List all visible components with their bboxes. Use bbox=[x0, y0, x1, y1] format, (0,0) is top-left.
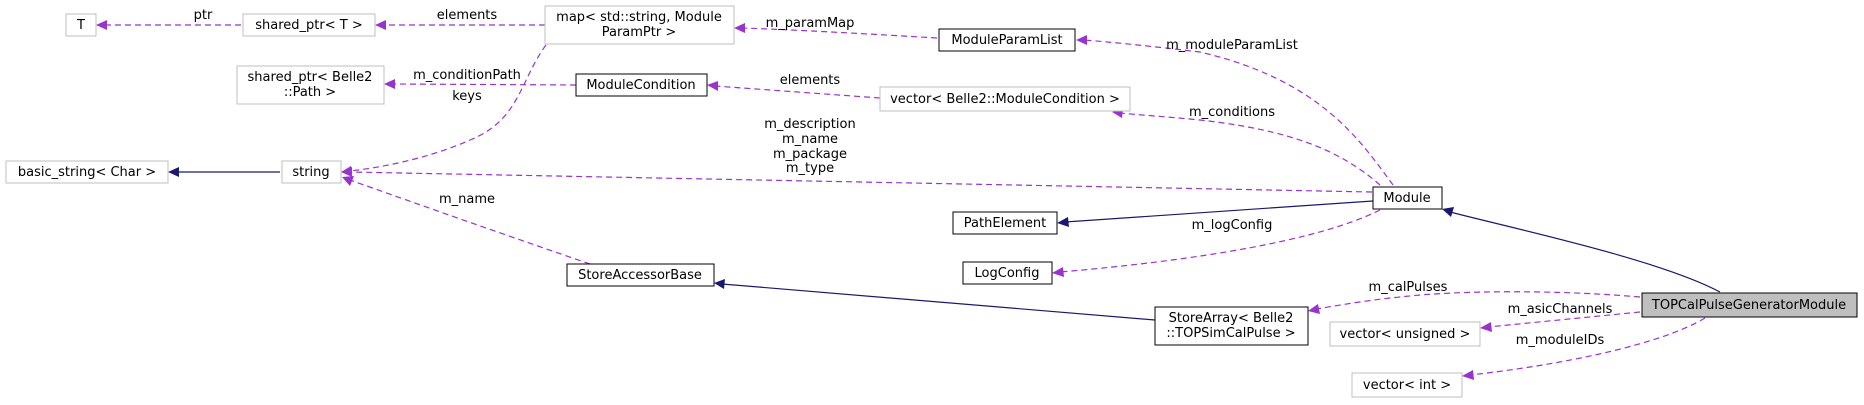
node-label-map-line2: ParamPtr > bbox=[602, 25, 677, 40]
node-module-param-list[interactable]: ModuleParamList bbox=[938, 28, 1076, 52]
node-store-accessor-base[interactable]: StoreAccessorBase bbox=[566, 263, 715, 287]
edge-label-m-calPulses: m_calPulses bbox=[1369, 280, 1448, 295]
edge-label-m-conditionPath: m_conditionPath bbox=[413, 68, 521, 83]
node-module[interactable]: Module bbox=[1372, 186, 1443, 210]
node-label-module-condition: ModuleCondition bbox=[586, 78, 695, 93]
edge-label-m-logConfig: m_logConfig bbox=[1192, 218, 1273, 233]
edge-m-paramMap: m_paramMap bbox=[734, 16, 938, 39]
edge-m-asicChannels: m_asicChannels bbox=[1480, 302, 1641, 332]
node-T[interactable]: T bbox=[65, 13, 97, 37]
edge-inherit-module-pathelement bbox=[1057, 200, 1374, 227]
node-store-array[interactable]: StoreArray< Belle2 ::TOPSimCalPulse > bbox=[1154, 306, 1309, 346]
node-label-shared-ptr-path-line1: shared_ptr< Belle2 bbox=[248, 70, 373, 85]
node-string[interactable]: string bbox=[281, 160, 342, 184]
node-basic-string[interactable]: basic_string< Char > bbox=[5, 160, 169, 184]
node-label-module: Module bbox=[1383, 191, 1430, 206]
node-log-config[interactable]: LogConfig bbox=[962, 261, 1053, 285]
node-module-condition[interactable]: ModuleCondition bbox=[575, 73, 708, 97]
edge-label-m-moduleParamList: m_moduleParamList bbox=[1166, 38, 1298, 53]
edge-label-elements-map: elements bbox=[437, 8, 498, 23]
edge-m-name-store: m_name bbox=[342, 176, 591, 265]
edge-m-logConfig: m_logConfig bbox=[1052, 209, 1381, 277]
edge-label-m-name-store: m_name bbox=[439, 192, 495, 207]
node-label-shared-ptr-path-line2: ::Path > bbox=[284, 85, 336, 100]
edge-label-m-type: m_type bbox=[786, 161, 834, 176]
edge-inherit-string bbox=[168, 167, 280, 177]
edge-label-keys: keys bbox=[452, 89, 482, 104]
node-path-element[interactable]: PathElement bbox=[952, 211, 1058, 235]
edge-m-conditions: m_conditions bbox=[1112, 105, 1381, 186]
node-label-path-element: PathElement bbox=[964, 216, 1046, 231]
edge-label-m-conditions: m_conditions bbox=[1189, 105, 1275, 120]
edge-ptr: ptr bbox=[96, 8, 241, 30]
edge-m-moduleIDs: m_moduleIDs bbox=[1462, 317, 1706, 380]
edge-inherit-generator-module bbox=[1442, 207, 1721, 293]
node-label-vector-module-condition: vector< Belle2::ModuleCondition > bbox=[890, 92, 1120, 107]
node-label-T: T bbox=[76, 18, 85, 33]
node-top-cal-pulse-generator-module[interactable]: TOPCalPulseGeneratorModule bbox=[1641, 292, 1858, 318]
node-label-string: string bbox=[292, 165, 329, 180]
edge-label-ptr: ptr bbox=[194, 8, 213, 23]
edge-label-m-moduleIDs: m_moduleIDs bbox=[1516, 333, 1605, 348]
node-label-map-line1: map< std::string, Module bbox=[556, 10, 722, 25]
edge-m-calPulses: m_calPulses bbox=[1308, 280, 1641, 314]
edge-m-conditionPath: m_conditionPath bbox=[384, 68, 577, 89]
edge-label-m-description: m_description bbox=[764, 117, 855, 132]
node-label-shared-ptr-T: shared_ptr< T > bbox=[255, 18, 362, 33]
edge-label-m-asicChannels: m_asicChannels bbox=[1508, 302, 1613, 317]
node-label-basic-string: basic_string< Char > bbox=[18, 165, 156, 180]
node-label-log-config: LogConfig bbox=[975, 266, 1040, 281]
edge-elements-map: elements bbox=[375, 8, 545, 30]
node-shared-ptr-path[interactable]: shared_ptr< Belle2 ::Path > bbox=[236, 65, 385, 105]
node-label-store-accessor-base: StoreAccessorBase bbox=[578, 268, 702, 283]
edge-label-m-package: m_package bbox=[773, 147, 847, 162]
node-vector-module-condition[interactable]: vector< Belle2::ModuleCondition > bbox=[879, 86, 1131, 112]
edge-keys: keys bbox=[341, 44, 547, 176]
edge-m-moduleParamList: m_moduleParamList bbox=[1076, 35, 1394, 186]
edge-label-m-name: m_name bbox=[782, 132, 838, 147]
node-vector-int[interactable]: vector< int > bbox=[1351, 372, 1463, 398]
node-label-module-param-list: ModuleParamList bbox=[951, 33, 1062, 48]
node-map[interactable]: map< std::string, Module ParamPtr > bbox=[544, 5, 735, 45]
edge-label-m-paramMap: m_paramMap bbox=[766, 16, 855, 31]
edge-label-elements-cond: elements bbox=[780, 73, 841, 88]
node-shared-ptr-T[interactable]: shared_ptr< T > bbox=[242, 13, 376, 37]
node-label-vector-int: vector< int > bbox=[1363, 378, 1451, 393]
edge-module-strings: m_description m_name m_package m_type bbox=[341, 117, 1373, 193]
edge-inherit-storearray bbox=[714, 279, 1156, 321]
node-label-store-array-line1: StoreArray< Belle2 bbox=[1169, 311, 1294, 326]
node-label-store-array-line2: ::TOPSimCalPulse > bbox=[1166, 326, 1295, 341]
node-vector-unsigned[interactable]: vector< unsigned > bbox=[1329, 321, 1481, 347]
node-label-vector-unsigned: vector< unsigned > bbox=[1340, 327, 1471, 342]
edge-elements-cond: elements bbox=[707, 73, 881, 99]
node-label-generator: TOPCalPulseGeneratorModule bbox=[1651, 298, 1846, 313]
